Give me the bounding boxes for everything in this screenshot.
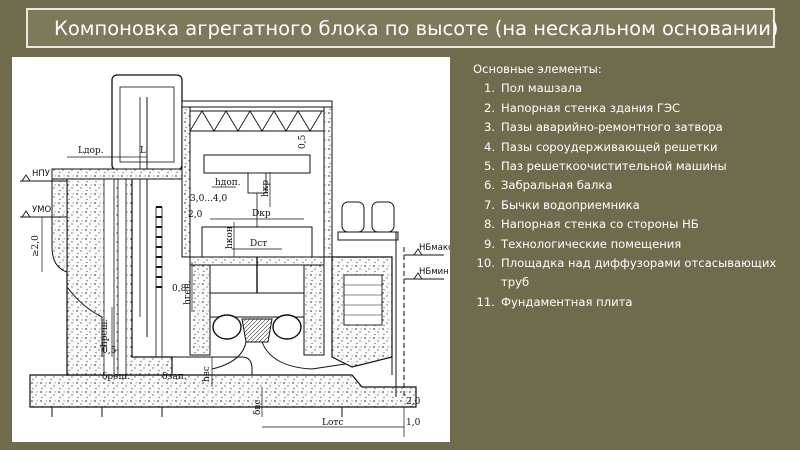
dim-d-kr: Dкр	[252, 209, 271, 219]
dim-0-5-b: 0,5	[298, 134, 308, 149]
level-nb-max-label: НБмакс	[419, 243, 450, 253]
list-item-label: Площадка над диффузорами отсасывающих тр…	[501, 256, 777, 290]
dim-h-reshl: hреш.	[100, 319, 110, 347]
list-item-label: Технологические помещения	[501, 236, 682, 251]
list-item-label: Пазы аварийно-ремонтного затвора	[501, 120, 723, 135]
dim-0-8: 0,8	[172, 284, 187, 294]
list-item: 2. Напорная стенка здания ГЭС	[458, 99, 788, 118]
list-item-number: 6.	[483, 178, 495, 193]
list-item: 3. Пазы аварийно-ремонтного затвора	[458, 118, 788, 137]
list-item-label: Паз решеткоочистительной машины	[501, 159, 727, 174]
slide-title: Компоновка агрегатного блока по высоте (…	[54, 16, 779, 40]
list-item-label: Фундаментная плита	[501, 294, 633, 309]
list-item-label: Пол машзала	[501, 81, 583, 96]
list-item-label: Бычки водоприемника	[501, 197, 640, 212]
list-item-number: 3.	[483, 120, 495, 135]
title-bar: Компоновка агрегатного блока по высоте (…	[26, 8, 779, 48]
list-item-label: Напорная стенка здания ГЭС	[501, 100, 681, 115]
dim-3-4: 3,0...4,0	[190, 194, 227, 204]
list-item-number: 5.	[483, 159, 495, 174]
hydropower-unit-drawing: НПУ УМО НБмакс НБмин Lдор. L ≥2,0 hреш. …	[12, 57, 450, 442]
list-item: 10. Площадка над диффузорами отсасывающих…	[458, 254, 788, 293]
dim-d-vs: δвс	[253, 399, 263, 415]
list-item-number: 9.	[483, 236, 495, 251]
dim-l-otc: Lотс	[322, 418, 343, 428]
elements-heading: Основные элементы:	[473, 62, 602, 76]
dim-1-0: 1,0	[406, 418, 421, 428]
dim-l: L	[140, 146, 146, 156]
dim-h-gen: hген.	[183, 280, 193, 305]
list-item: 4. Пазы сороудерживающей решетки	[458, 138, 788, 157]
dim-d-reshl: δреш.	[102, 372, 130, 382]
list-item: 1. Пол машзала	[458, 79, 788, 98]
dim-h-kon: hкон	[225, 226, 235, 249]
dim-h-dop: hдоп.	[215, 178, 241, 188]
list-item-number: 11.	[476, 294, 495, 309]
dim-2-a: 2,0	[188, 210, 203, 220]
dim-2-b: 2,0	[406, 397, 421, 407]
list-item-label: Забральная балка	[501, 178, 613, 193]
list-item-number: 7.	[483, 197, 495, 212]
list-item-number: 2.	[483, 100, 495, 115]
level-umo-label: УМО	[32, 205, 52, 215]
level-npu-label: НПУ	[32, 169, 51, 179]
main-elements-panel: Основные элементы: 1. Пол машзала 2. Напор…	[458, 60, 788, 312]
list-item: 8. Напорная стенка со стороны НБ	[458, 215, 788, 234]
list-item-number: 1.	[483, 81, 495, 96]
list-item-number: 4.	[483, 139, 495, 154]
level-nb-min-label: НБмин	[419, 267, 449, 277]
dim-d-st: Dст	[250, 239, 267, 249]
list-item: 7. Бычки водоприемника	[458, 196, 788, 215]
list-item: 5. Паз решеткоочистительной машины	[458, 157, 788, 176]
list-item-number: 10.	[476, 256, 495, 271]
dim-l-dor: Lдор.	[78, 146, 104, 156]
list-item-label: Пазы сороудерживающей решетки	[501, 139, 718, 154]
dim-h-vs: hвс	[202, 366, 212, 382]
list-item-number: 8.	[483, 217, 495, 232]
list-item: 11. Фундаментная плита	[458, 293, 788, 312]
trash-rack	[156, 206, 162, 288]
dim-d-zap: δзап.	[162, 372, 187, 382]
dim-h-kr: hкр	[261, 180, 271, 197]
dim-0-5-a: 0,5	[102, 346, 117, 356]
dim-ge-2: ≥2,0	[31, 235, 41, 257]
elements-list: 1. Пол машзала 2. Напорная стенка здания Г…	[458, 79, 788, 312]
list-item-label: Напорная стенка со стороны НБ	[501, 217, 699, 232]
list-item: 9. Технологические помещения	[458, 235, 788, 254]
list-item: 6. Забральная балка	[458, 176, 788, 195]
